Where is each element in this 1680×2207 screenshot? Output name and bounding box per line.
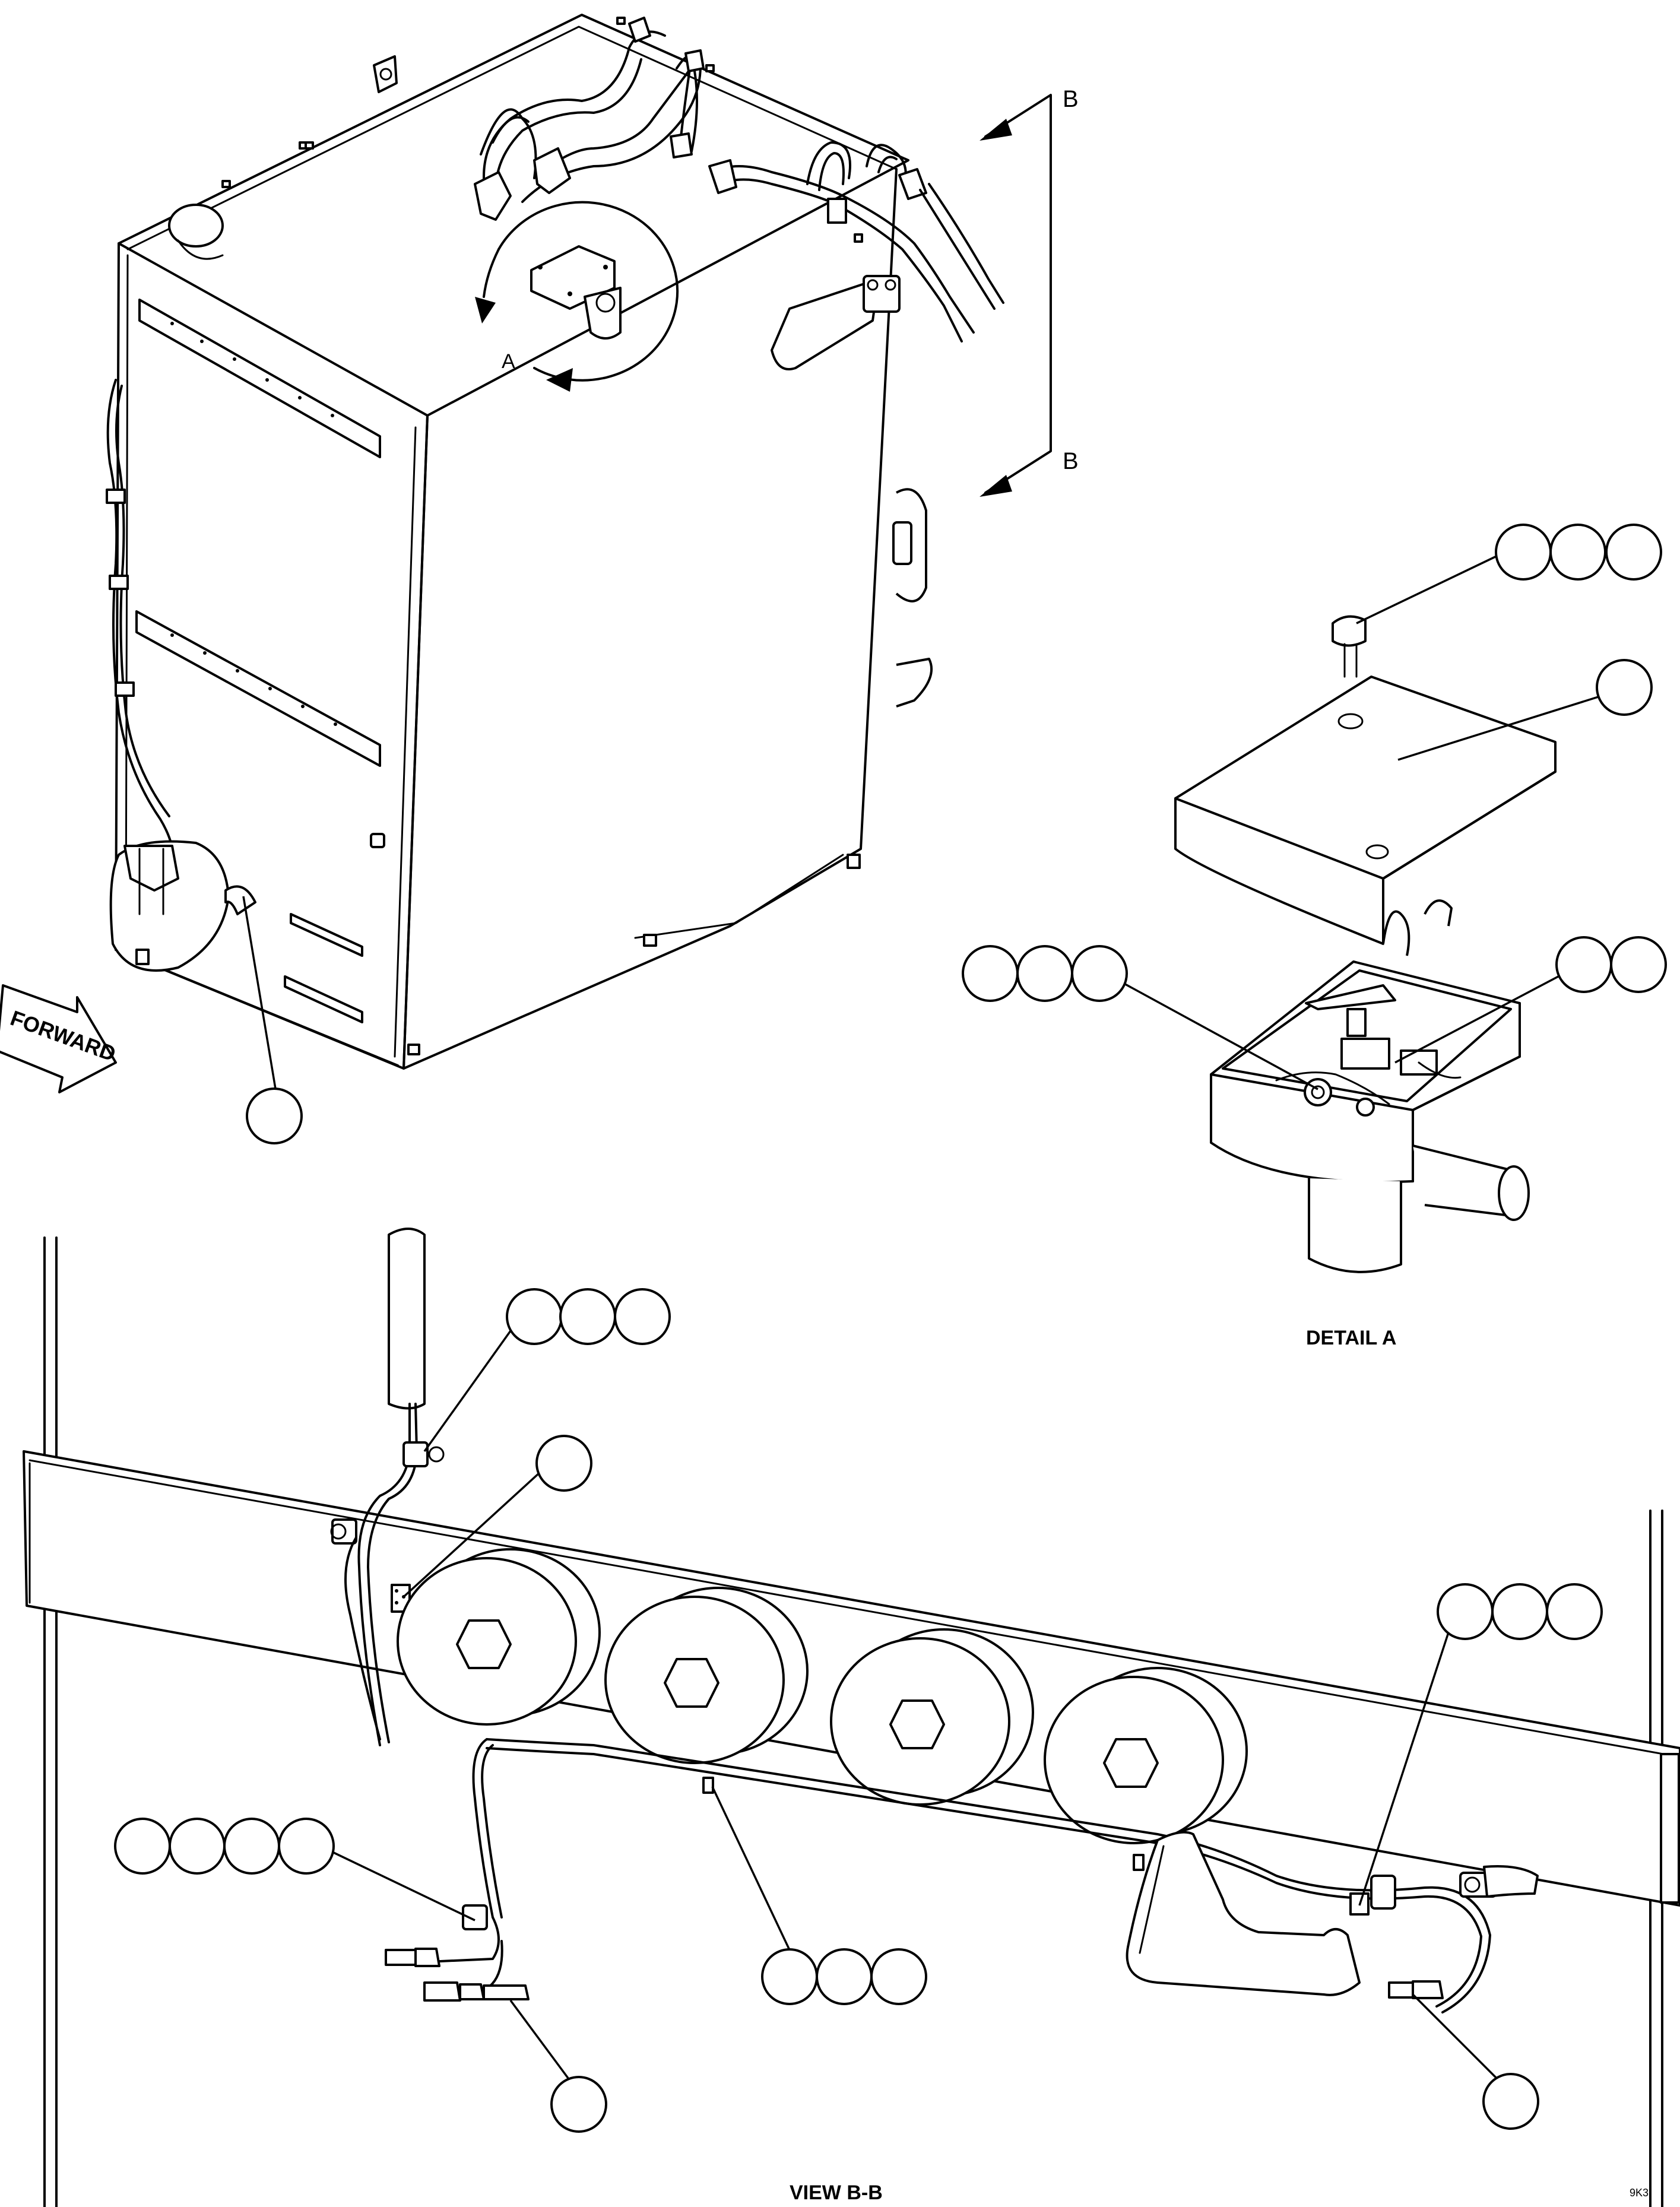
detail-a-balloons — [962, 524, 1667, 1002]
filter-3 — [830, 1628, 1034, 1806]
section-b-label-top: B — [1063, 86, 1079, 112]
small-step-rails — [284, 913, 363, 1023]
lifting-eye — [373, 55, 398, 93]
hose-bundle — [474, 17, 705, 221]
filter-4 — [1044, 1667, 1248, 1844]
tank-assembly: A — [106, 14, 1004, 1070]
side-rail-upper — [138, 299, 381, 458]
view-b-b-balloons — [114, 1288, 1603, 2133]
drawing-number: 9K3 — [1630, 2187, 1649, 2199]
cover — [1174, 676, 1557, 945]
filler-cap — [168, 204, 224, 248]
forward-arrow: FORWARD — [0, 984, 119, 1093]
filter-1 — [397, 1548, 601, 1726]
detail-a-marker: A — [502, 350, 515, 373]
hose-right — [708, 141, 1004, 343]
filter-2 — [604, 1587, 809, 1764]
detail-a-circle — [497, 201, 679, 382]
detail-a: DETAIL A — [1121, 554, 1606, 1349]
side-rail-lower — [135, 610, 381, 767]
view-b-b-title: VIEW B-B — [790, 2181, 883, 2204]
callout-balloon — [246, 1087, 303, 1144]
section-b-label-bottom: B — [1063, 448, 1079, 474]
left-harness — [106, 379, 175, 874]
section-line-b: B B — [980, 86, 1079, 497]
rear-cover — [109, 840, 256, 972]
view-b-b-leaders — [332, 1326, 1497, 2082]
detail-a-title: DETAIL A — [1306, 1327, 1396, 1349]
view-b-b — [23, 1228, 1680, 2207]
